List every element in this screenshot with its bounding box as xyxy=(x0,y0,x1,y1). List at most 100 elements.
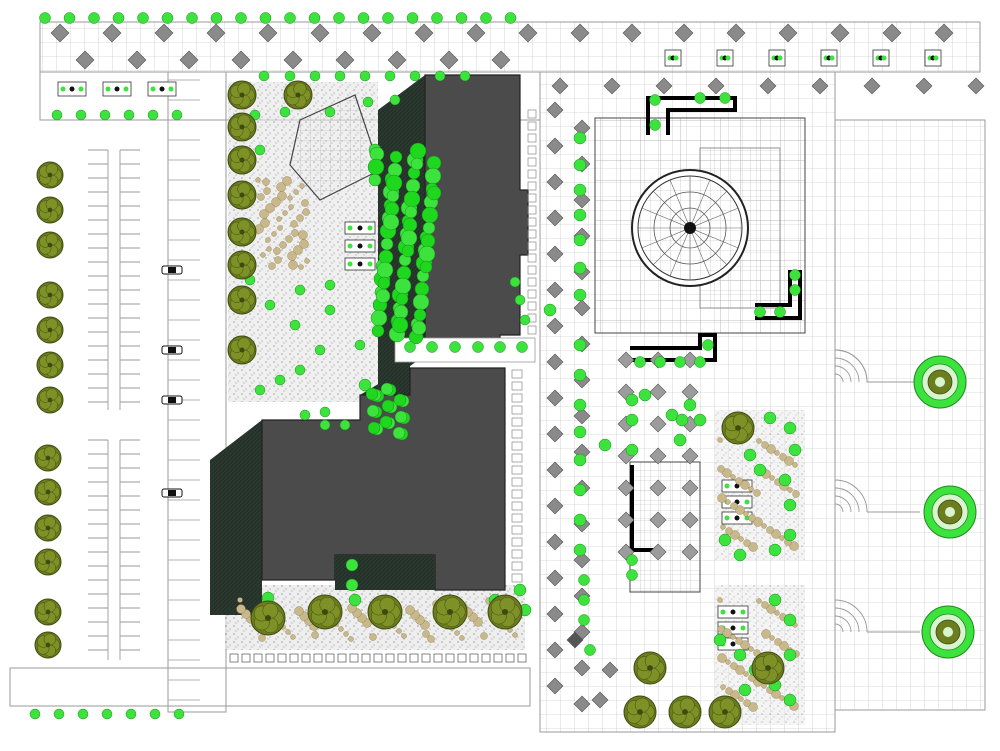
tree-icon xyxy=(147,109,159,121)
tree-icon xyxy=(227,250,257,280)
tree-icon xyxy=(573,183,587,197)
tree-icon xyxy=(513,583,527,597)
tree-icon xyxy=(422,221,436,235)
shrub xyxy=(271,231,277,237)
diamond-paver xyxy=(622,23,642,43)
tree-icon xyxy=(573,398,587,412)
tree-icon xyxy=(419,260,433,274)
tree-trunk xyxy=(45,525,51,531)
diamond-paver xyxy=(206,23,226,43)
border-square xyxy=(313,653,323,663)
diamond-paver xyxy=(726,23,746,43)
shrub xyxy=(294,606,304,616)
planter-plant xyxy=(357,225,363,231)
planter-plant xyxy=(724,483,730,489)
shrub xyxy=(717,625,725,633)
light-trees xyxy=(29,12,802,720)
shrub xyxy=(743,671,749,677)
border-square xyxy=(397,653,407,663)
tree-icon xyxy=(743,448,757,462)
car-roof xyxy=(168,347,176,353)
car-roof xyxy=(168,490,176,496)
border-square xyxy=(349,653,359,663)
tree-icon xyxy=(625,443,639,457)
tree-icon xyxy=(389,94,401,106)
diamond-paver xyxy=(127,50,147,70)
tree-icon xyxy=(395,292,409,306)
shrub xyxy=(427,635,435,643)
border-square xyxy=(527,289,537,299)
shrub xyxy=(291,229,299,237)
diamond-paver xyxy=(546,245,564,263)
tree-icon xyxy=(578,594,590,606)
bottom-road xyxy=(9,667,531,707)
shrub xyxy=(753,517,763,527)
tree-icon xyxy=(626,554,638,566)
diamond-paver xyxy=(546,209,564,227)
tree-icon xyxy=(675,413,689,427)
fountain-spoke xyxy=(692,179,711,223)
tree-trunk xyxy=(295,92,301,98)
shrub xyxy=(293,245,303,255)
tree-trunk xyxy=(321,608,329,616)
parked-cars xyxy=(161,265,183,498)
car-roof xyxy=(168,397,176,403)
roundabout-planters xyxy=(913,355,977,659)
tree-icon xyxy=(426,185,442,201)
tree-icon xyxy=(404,205,418,219)
tree-icon xyxy=(259,12,272,24)
tree-icon xyxy=(673,433,687,447)
tree-icon xyxy=(412,293,430,311)
tree-icon xyxy=(654,356,666,368)
border-square xyxy=(493,653,503,663)
planter-plant xyxy=(734,515,740,521)
shrub xyxy=(512,632,518,638)
border-square xyxy=(361,653,371,663)
planter-plant xyxy=(105,86,111,92)
tree-icon xyxy=(733,548,747,562)
tree-icon xyxy=(573,425,587,439)
diamond-paver xyxy=(573,551,591,569)
planter-plant xyxy=(673,55,679,61)
shrub xyxy=(725,499,731,505)
tree-icon xyxy=(294,364,306,376)
planter-plant xyxy=(367,243,373,249)
tree-icon xyxy=(227,112,257,142)
tree-icon xyxy=(449,341,461,353)
tree-icon xyxy=(357,12,370,24)
shrub xyxy=(717,465,725,473)
diamond-paver xyxy=(759,77,777,95)
planter-plant xyxy=(777,55,783,61)
tree-icon xyxy=(674,356,686,368)
shrub xyxy=(792,490,800,498)
tree-icon xyxy=(708,695,742,729)
shrub xyxy=(273,247,281,255)
tree-icon xyxy=(626,569,638,581)
diamond-paver xyxy=(310,23,330,43)
shrub xyxy=(753,489,761,497)
shrub xyxy=(784,456,794,466)
border-square xyxy=(527,169,537,179)
tree-icon xyxy=(693,413,707,427)
diamond-paver xyxy=(546,281,564,299)
shrub xyxy=(301,199,309,207)
border-square xyxy=(505,653,515,663)
tree-icon xyxy=(683,398,697,412)
tree-icon xyxy=(459,70,471,82)
tree-icon xyxy=(432,594,468,630)
tree-icon xyxy=(391,316,409,334)
diamond-paver xyxy=(546,389,564,407)
tree-icon xyxy=(319,406,331,418)
shrub xyxy=(717,653,727,663)
tree-icon xyxy=(713,633,727,647)
tree-icon xyxy=(738,683,752,697)
tree-icon xyxy=(333,12,345,24)
tree-icon xyxy=(516,341,528,353)
shrub xyxy=(740,640,750,650)
tree-trunk xyxy=(446,608,454,616)
tree-icon xyxy=(751,651,785,685)
shrub xyxy=(725,659,731,665)
border-square xyxy=(277,653,287,663)
diamond-paver xyxy=(50,23,70,43)
tree-icon xyxy=(284,12,296,24)
